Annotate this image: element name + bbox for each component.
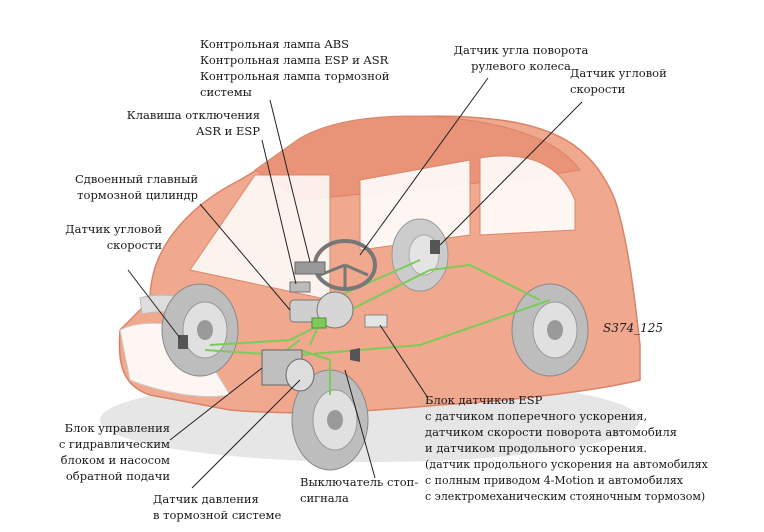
label-esp-sensor-line3: датчиком скорости поворота автомобиля: [425, 425, 678, 439]
label-wheel-speed-right-line2: скорости: [570, 82, 626, 96]
wheel-rear-right: [511, 283, 589, 377]
wheel-front-left: [161, 283, 239, 377]
brake-light-switch: [350, 348, 360, 362]
label-esp-asr-warning: Контрольная лампа ESP и ASR: [200, 53, 389, 67]
label-wheel-speed-left-line2: скорости: [106, 238, 162, 252]
label-esp-sensor-line1: Блок датчиков ESP: [425, 393, 543, 407]
label-control-unit-line2: с гидравлическим: [58, 437, 170, 451]
label-brake-warning-line1: Контрольная лампа тормозной: [200, 69, 390, 83]
label-esp-sensor-line6: с полным приводом 4-Motion и автомобилях: [425, 474, 684, 487]
label-master-cylinder-line1: Сдвоенный главный: [74, 172, 198, 186]
instrument-panel: [294, 261, 326, 275]
label-master-cylinder-line2: тормозной цилиндр: [77, 188, 198, 202]
label-brake-warning-line2: системы: [200, 85, 252, 99]
label-esp-sensor-line7: с электромеханическим стояночным тормозо…: [425, 490, 706, 503]
label-pressure-sensor-line2: в тормозной системе: [153, 508, 282, 522]
label-wheel-speed-left-line1: Датчик угловой: [65, 222, 162, 236]
label-brake-light-switch-line2: сигнала: [300, 491, 349, 505]
label-steering-angle-line1: Датчик угла поворота: [453, 43, 589, 57]
wheel-speed-sensor-left: [178, 335, 188, 349]
hydraulic-control-unit: [261, 349, 315, 392]
label-control-unit-line3: блоком и насосом: [60, 453, 170, 467]
label-steering-angle-line2: рулевого колеса: [471, 59, 571, 73]
label-control-unit-line1: Блок управления: [64, 421, 170, 435]
wheel-rear-left: [391, 218, 449, 292]
rear-side-window: [479, 155, 576, 236]
leader-lines: [127, 77, 583, 489]
label-wheel-speed-right-line1: Датчик угловой: [570, 66, 667, 80]
wheel-speed-sensor-right: [430, 240, 440, 254]
label-esp-sensor-line2: с датчиком поперечного ускорения,: [425, 409, 648, 423]
label-abs-warning: Контрольная лампа ABS: [200, 37, 350, 51]
master-cylinder: [289, 291, 354, 329]
esp-sensor-unit: [364, 314, 388, 328]
label-asr-esp-switch-line2: ASR и ESP: [196, 124, 260, 138]
label-esp-sensor-line5: (датчик продольного ускорения на автомоб…: [425, 458, 708, 471]
asr-esp-switch: [289, 281, 311, 293]
label-brake-light-switch-line1: Выключатель стоп-: [300, 475, 419, 489]
label-esp-sensor-line4: и датчиком продольного ускорения.: [425, 441, 648, 455]
label-pressure-sensor-line1: Датчик давления: [153, 492, 259, 506]
figure-code: S374_125: [603, 321, 664, 335]
label-control-unit-line4: обратной подачи: [65, 469, 170, 483]
label-asr-esp-switch-line1: Клавиша отключения: [126, 108, 260, 122]
wheel-front-right: [291, 369, 369, 471]
front-side-window: [359, 159, 471, 251]
